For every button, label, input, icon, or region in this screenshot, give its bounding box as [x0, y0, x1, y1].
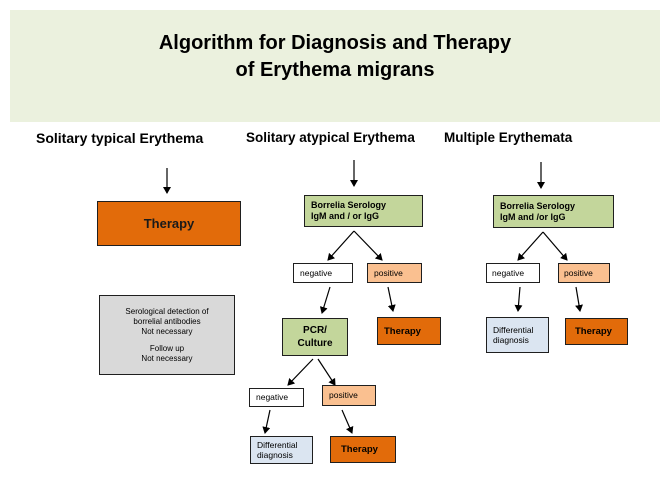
positive-label-multiple: positive: [564, 267, 593, 278]
arrow-mid-positive-therapy: [387, 286, 396, 312]
arrow-right-serology-positive: [542, 231, 568, 261]
note-line-4: Follow up: [149, 343, 185, 353]
therapy-box-atypical: Therapy: [377, 317, 441, 345]
pcr-positive-box: positive: [322, 385, 376, 406]
serology-multiple-line-1: Borrelia Serology: [500, 200, 576, 211]
title-line-2: of Erythema migrans: [235, 59, 435, 81]
serology-box-atypical: Borrelia Serology IgM and / or IgG: [304, 195, 423, 227]
arrow-right-negative-differential: [514, 286, 523, 312]
negative-box-atypical: negative: [293, 263, 353, 283]
negative-box-multiple: negative: [486, 263, 540, 283]
differential-atypical-line-2: diagnosis: [257, 450, 293, 460]
pcr-line-1: PCR/: [303, 325, 327, 336]
note-line-2: borrelial antibodies: [133, 316, 201, 326]
differential-box-atypical: Differential diagnosis: [250, 436, 313, 464]
differential-atypical-line-1: Differential: [257, 440, 298, 450]
therapy-label-pcr: Therapy: [341, 444, 378, 455]
heading-solitary-atypical: Solitary atypical Erythema: [246, 130, 415, 145]
serology-note-box: Serological detection of borrelial antib…: [99, 295, 235, 375]
arrow-pcr-negative: [287, 358, 314, 386]
page-title: Algorithm for Diagnosis and Therapy of E…: [10, 30, 660, 84]
therapy-box-typical: Therapy: [97, 201, 241, 246]
arrow-pcr-positive-therapy: [341, 409, 354, 434]
differential-multiple-line-1: Differential: [493, 325, 534, 335]
note-line-5: Not necessary: [141, 353, 193, 363]
pcr-negative-label: negative: [256, 392, 289, 402]
heading-solitary-typical: Solitary typical Erythema: [36, 130, 204, 146]
therapy-label-typical: Therapy: [143, 216, 195, 231]
negative-label-multiple: negative: [492, 267, 525, 278]
arrow-pcr-negative-differential: [262, 409, 271, 434]
differential-box-multiple: Differential diagnosis: [486, 317, 549, 353]
pcr-positive-label: positive: [329, 390, 358, 400]
serology-box-multiple: Borrelia Serology IgM and /or IgG: [493, 195, 614, 228]
pcr-negative-box: negative: [249, 388, 304, 407]
title-band: [10, 10, 660, 122]
pcr-culture-box: PCR/ Culture: [282, 318, 348, 356]
positive-box-multiple: positive: [558, 263, 610, 283]
serology-multiple-line-2: IgM and /or IgG: [500, 211, 566, 222]
note-line-3: Not necessary: [141, 326, 193, 336]
therapy-label-atypical: Therapy: [384, 325, 421, 337]
positive-box-atypical: positive: [367, 263, 422, 283]
arrow-mid-negative-pcr: [319, 286, 331, 314]
note-line-1: Serological detection of: [125, 306, 209, 316]
therapy-box-pcr: Therapy: [330, 436, 396, 463]
pcr-line-2: Culture: [297, 338, 333, 349]
differential-multiple-line-2: diagnosis: [493, 335, 529, 345]
positive-label-atypical: positive: [374, 267, 403, 278]
title-line-1: Algorithm for Diagnosis and Therapy: [158, 32, 512, 54]
therapy-label-multiple: Therapy: [575, 326, 612, 337]
therapy-box-multiple: Therapy: [565, 318, 628, 345]
negative-label-atypical: negative: [300, 267, 333, 278]
heading-multiple: Multiple Erythemata: [444, 130, 573, 145]
arrow-mid-serology-negative: [327, 230, 355, 261]
serology-atypical-line-2: IgM and / or IgG: [311, 211, 379, 221]
serology-atypical-line-1: Borrelia Serology: [311, 200, 387, 210]
arrow-pcr-positive: [317, 358, 336, 386]
arrow-mid-serology-positive: [353, 230, 383, 261]
arrow-right-serology-negative: [517, 231, 544, 261]
arrow-right-positive-therapy: [575, 286, 583, 312]
